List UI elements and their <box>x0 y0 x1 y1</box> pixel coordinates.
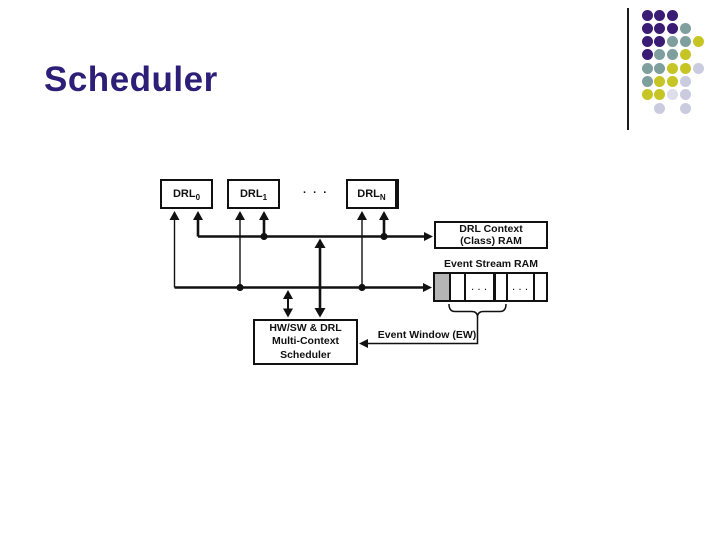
scheduler-block: HW/SW & DRL Multi-Context Scheduler <box>253 319 358 365</box>
decor-dot <box>679 76 691 87</box>
drl-context-ram-line2: (Class) RAM <box>460 235 522 247</box>
drl1-block: DRL1 <box>227 179 280 209</box>
event-stream-ram-block: . . . . . . <box>433 272 548 302</box>
event-window-arrow <box>359 303 507 348</box>
decor-dot <box>692 36 704 48</box>
event-window-label: Event Window (EW) <box>377 329 477 341</box>
esr-cell <box>533 274 546 300</box>
decor-dot <box>667 36 678 48</box>
brace <box>448 303 507 318</box>
decor-dot <box>692 62 704 74</box>
drl0-label: DRL0 <box>172 188 201 203</box>
decor-dot <box>641 49 653 61</box>
decor-dot <box>679 36 691 48</box>
decoration-vertical-line <box>627 8 629 130</box>
decor-dot <box>679 89 691 101</box>
drln-block: DRLN <box>346 179 399 209</box>
esr-cell-dots: . . . <box>464 274 493 300</box>
decor-dot <box>667 22 678 34</box>
decor-dot <box>679 22 691 34</box>
drln-label: DRLN <box>357 188 386 203</box>
decor-dot <box>654 89 666 101</box>
esr-cell-current <box>435 274 449 300</box>
decor-dot <box>679 49 691 61</box>
drl0-block: DRL0 <box>160 179 213 209</box>
decor-dot <box>667 62 678 74</box>
decor-dot <box>641 76 653 87</box>
upper-bus <box>196 219 433 241</box>
decor-dot <box>654 62 666 74</box>
drl-context-ram-block: DRL Context (Class) RAM <box>434 221 548 249</box>
decor-dot <box>679 102 691 114</box>
esr-cell <box>493 274 506 300</box>
decor-dot <box>654 76 666 87</box>
decor-dot <box>667 76 678 87</box>
page-title: Scheduler <box>44 60 218 99</box>
decor-dot <box>679 62 691 74</box>
scheduler-line1: HW/SW & DRL <box>269 321 342 334</box>
decor-dot <box>641 9 653 21</box>
drl-context-ram-line1: DRL Context <box>459 223 523 235</box>
scheduler-upperbus-link <box>314 238 326 318</box>
decor-dot <box>654 22 666 34</box>
decor-dot <box>654 36 666 48</box>
decor-dot <box>641 22 653 34</box>
scheduler-line3: Scheduler <box>280 348 331 361</box>
decor-dot <box>641 89 653 101</box>
lower-bus <box>173 219 432 292</box>
decor-dot <box>654 102 666 114</box>
esr-cell-dots: . . . <box>506 274 533 300</box>
decor-dot <box>667 49 678 61</box>
drl-ellipsis: . . . <box>303 184 329 196</box>
drl-arrowheads <box>169 211 389 220</box>
decor-dot <box>654 49 666 61</box>
decor-dot <box>641 62 653 74</box>
decor-dot <box>667 89 678 101</box>
drl1-label: DRL1 <box>239 188 268 203</box>
event-stream-ram-label: Event Stream RAM <box>444 258 538 270</box>
decor-dot <box>654 9 666 21</box>
scheduler-line2: Multi-Context <box>271 335 340 348</box>
esr-cell <box>449 274 464 300</box>
scheduler-lowerbus-link <box>283 290 293 318</box>
decor-dot <box>641 36 653 48</box>
decor-dot <box>667 9 678 21</box>
